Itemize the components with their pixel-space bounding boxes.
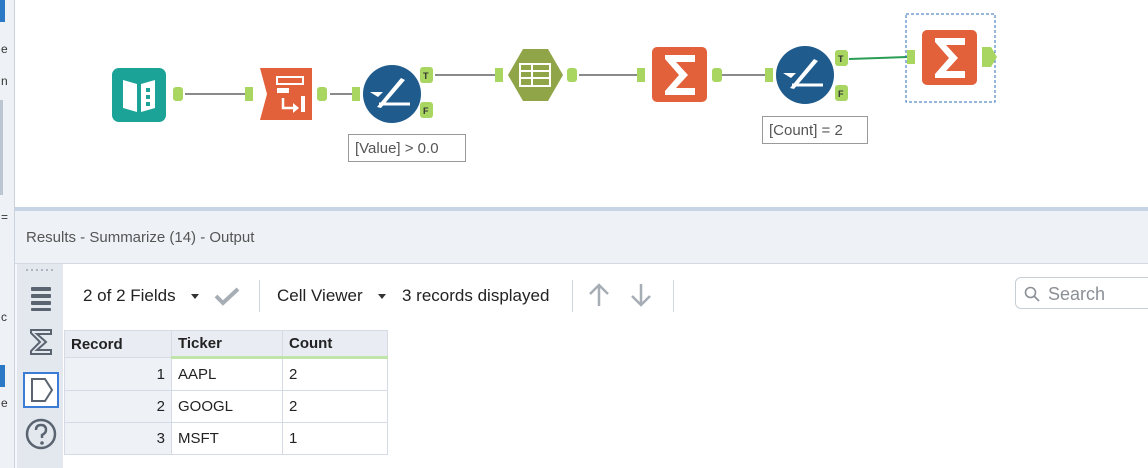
filter-expression-label: [Count] = 2 bbox=[762, 116, 868, 144]
data-view-icon[interactable] bbox=[23, 280, 59, 316]
false-anchor-label: F bbox=[423, 106, 429, 116]
grip-handle-icon[interactable] bbox=[25, 268, 53, 272]
ticker-cell[interactable]: GOOGL bbox=[171, 390, 283, 423]
panel-fragment-text: e bbox=[1, 42, 8, 56]
input-anchor bbox=[907, 50, 915, 64]
metadata-sigma-icon[interactable] bbox=[23, 324, 59, 360]
connection-line-active bbox=[848, 56, 908, 60]
output-anchor-icon bbox=[31, 378, 54, 402]
help-icon[interactable] bbox=[23, 416, 59, 452]
output-anchor bbox=[173, 87, 183, 101]
search-icon bbox=[1024, 286, 1040, 302]
results-header: Results - Summarize (14) - Output bbox=[15, 211, 1148, 264]
input-data-icon bbox=[112, 68, 166, 122]
results-toolbar: 2 of 2 Fields Cell Viewer 3 records disp… bbox=[63, 264, 1148, 326]
input-anchor bbox=[352, 87, 360, 101]
panel-accent bbox=[0, 365, 5, 387]
count-cell[interactable]: 1 bbox=[282, 422, 388, 455]
search-input[interactable] bbox=[1046, 282, 1148, 306]
table-row[interactable]: 1 AAPL 2 bbox=[64, 357, 388, 391]
output-anchor bbox=[317, 87, 327, 101]
toolbar-separator bbox=[673, 280, 674, 312]
column-header-ticker[interactable]: Ticker bbox=[171, 330, 283, 359]
table-row[interactable]: 2 GOOGL 2 bbox=[64, 390, 388, 423]
search-box[interactable] bbox=[1015, 277, 1148, 309]
ticker-cell[interactable]: AAPL bbox=[171, 357, 283, 391]
count-cell[interactable]: 2 bbox=[282, 390, 388, 423]
false-anchor bbox=[420, 102, 433, 118]
input-anchor bbox=[637, 68, 645, 82]
output-tab[interactable] bbox=[23, 372, 59, 408]
fields-dropdown-caret-icon[interactable] bbox=[191, 294, 199, 299]
record-number: 3 bbox=[64, 422, 172, 455]
panel-accent bbox=[0, 0, 5, 22]
output-anchor bbox=[982, 47, 997, 67]
workflow-connections: T F T F bbox=[112, 13, 997, 123]
panel-fragment-text: e bbox=[1, 396, 8, 410]
input-anchor bbox=[765, 68, 773, 82]
output-anchor bbox=[567, 68, 577, 82]
cell-viewer-selector[interactable]: Cell Viewer bbox=[277, 286, 363, 305]
count-cell[interactable]: 2 bbox=[282, 357, 388, 391]
workflow-canvas[interactable]: T F T F bbox=[15, 0, 1148, 207]
ticker-cell[interactable]: MSFT bbox=[171, 422, 283, 455]
input-anchor bbox=[245, 87, 253, 101]
input-anchor bbox=[495, 68, 503, 82]
summarize-icon bbox=[652, 47, 707, 102]
true-anchor-label: T bbox=[423, 71, 429, 81]
panel-divider[interactable] bbox=[15, 207, 1148, 211]
summarize-icon bbox=[922, 30, 977, 85]
column-header-count[interactable]: Count bbox=[282, 330, 388, 359]
results-window: Results - Summarize (14) - Output 2 of 2… bbox=[15, 211, 1148, 468]
false-anchor bbox=[835, 85, 848, 101]
record-number: 1 bbox=[64, 357, 172, 391]
panel-fragment-text: = bbox=[1, 210, 9, 224]
arrow-down-icon[interactable] bbox=[629, 282, 653, 308]
panel-scrollbar bbox=[0, 100, 3, 195]
filter-icon bbox=[363, 65, 421, 123]
filter-expression-label: [Value] > 0.0 bbox=[348, 134, 466, 162]
toolbar-separator bbox=[572, 280, 573, 312]
false-anchor-label: F bbox=[838, 89, 844, 99]
true-anchor-label: T bbox=[838, 54, 844, 64]
column-header-record[interactable]: Record bbox=[64, 330, 172, 358]
record-number: 2 bbox=[64, 390, 172, 423]
panel-fragment-text: c bbox=[1, 310, 7, 324]
results-title: Results - Summarize (14) - Output bbox=[26, 229, 255, 246]
filter-icon bbox=[776, 46, 834, 104]
results-table: Record Ticker Count 1 AAPL 2 2 GOOGL 2 3 bbox=[64, 330, 388, 455]
panel-fragment-text: n bbox=[1, 74, 8, 88]
results-grid: Record Ticker Count 1 AAPL 2 2 GOOGL 2 3 bbox=[63, 326, 1148, 468]
arrow-up-icon[interactable] bbox=[587, 282, 611, 308]
toolbar-separator bbox=[259, 280, 260, 312]
viewer-dropdown-caret-icon[interactable] bbox=[378, 294, 386, 299]
table-header-row: Record Ticker Count bbox=[64, 330, 388, 359]
apply-check-icon[interactable] bbox=[213, 286, 241, 306]
fields-selector[interactable]: 2 of 2 Fields bbox=[83, 286, 176, 305]
formula-icon bbox=[508, 49, 563, 101]
true-anchor bbox=[835, 50, 848, 66]
output-anchor bbox=[712, 68, 722, 82]
table-row[interactable]: 3 MSFT 1 bbox=[64, 422, 388, 455]
results-side-tabs bbox=[17, 264, 64, 468]
left-panel-edge: e n = c e bbox=[0, 0, 15, 468]
select-records-icon bbox=[260, 68, 312, 120]
true-anchor bbox=[420, 67, 433, 83]
connection-lines bbox=[185, 74, 765, 95]
records-count: 3 records displayed bbox=[402, 286, 550, 305]
